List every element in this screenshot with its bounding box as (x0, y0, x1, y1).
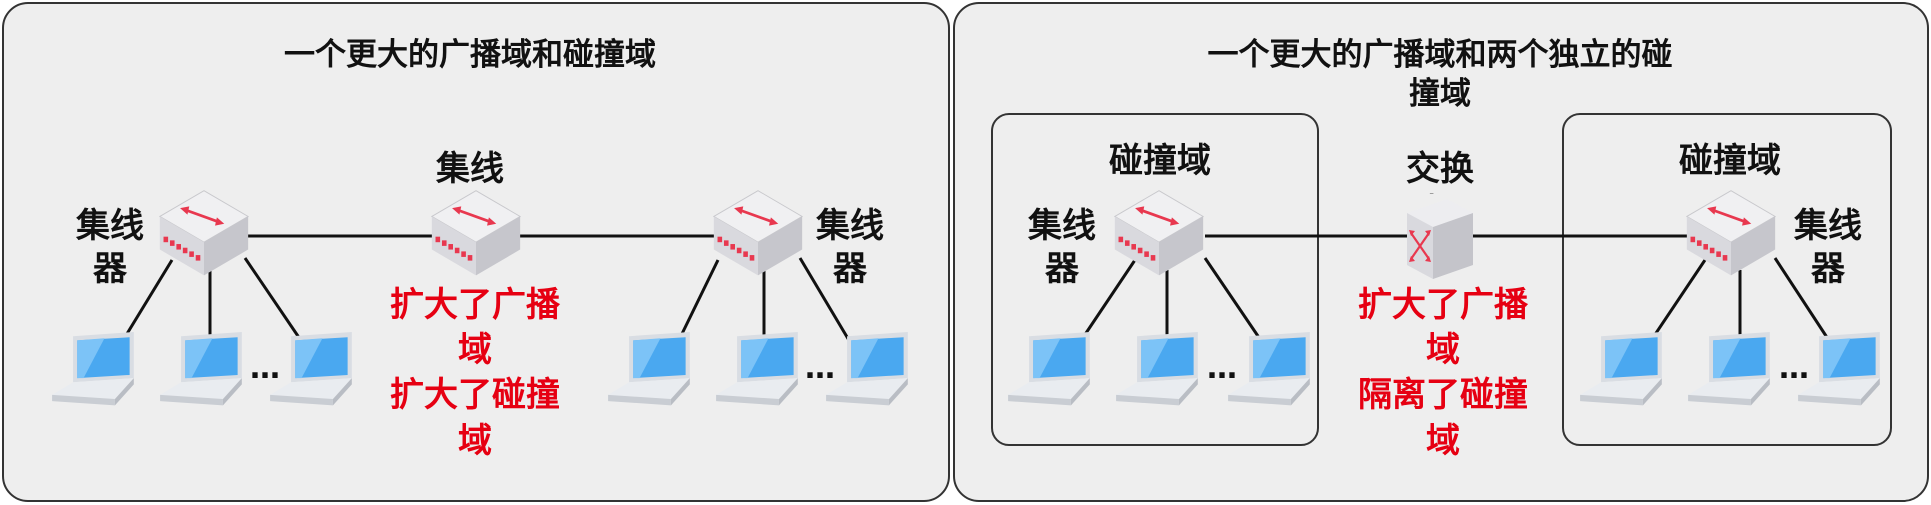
switch-label: 交换 机 (1406, 149, 1474, 194)
laptop-icon (1116, 332, 1200, 420)
laptop-icon (826, 332, 910, 420)
laptop-icon (270, 332, 354, 420)
switch-icon (1405, 197, 1475, 281)
laptop-icon (52, 332, 136, 420)
hub-left-label: 集线 器 (1028, 206, 1096, 289)
right-title: 一个更大的广播域和两个独立的碰 撞域 (1207, 37, 1673, 112)
hub-icon (1685, 188, 1777, 278)
collision-domain-left-label: 碰撞域 (1109, 141, 1211, 181)
ellipsis: … (1779, 351, 1809, 386)
hub-mid-label: 集线 器 (436, 149, 504, 194)
laptop-icon (1228, 332, 1312, 420)
left-note: 扩大了广播 域 扩大了碰撞 域 (390, 285, 560, 461)
laptop-icon (1008, 332, 1092, 420)
laptop-icon (1688, 332, 1772, 420)
laptop-icon (608, 332, 692, 420)
laptop-icon (160, 332, 244, 420)
laptop-icon (1580, 332, 1664, 420)
collision-domain-box-right (1562, 113, 1892, 446)
hub-icon (158, 188, 250, 278)
ellipsis: … (805, 351, 835, 386)
laptop-icon (1798, 332, 1882, 420)
ellipsis: … (250, 351, 280, 386)
hub-right-label: 集线 器 (816, 206, 884, 289)
collision-domain-box-left (991, 113, 1319, 446)
collision-domain-right-label: 碰撞域 (1679, 141, 1781, 181)
right-note: 扩大了广播 域 隔离了碰撞 域 (1358, 285, 1528, 461)
ellipsis: … (1207, 351, 1237, 386)
hub-left-label: 集线 器 (76, 206, 144, 289)
hub-icon (430, 188, 522, 278)
laptop-icon (716, 332, 800, 420)
hub-icon (1113, 188, 1205, 278)
hub-right-label: 集线 器 (1794, 206, 1862, 289)
left-title: 一个更大的广播域和碰撞域 (284, 37, 656, 73)
hub-icon (712, 188, 804, 278)
